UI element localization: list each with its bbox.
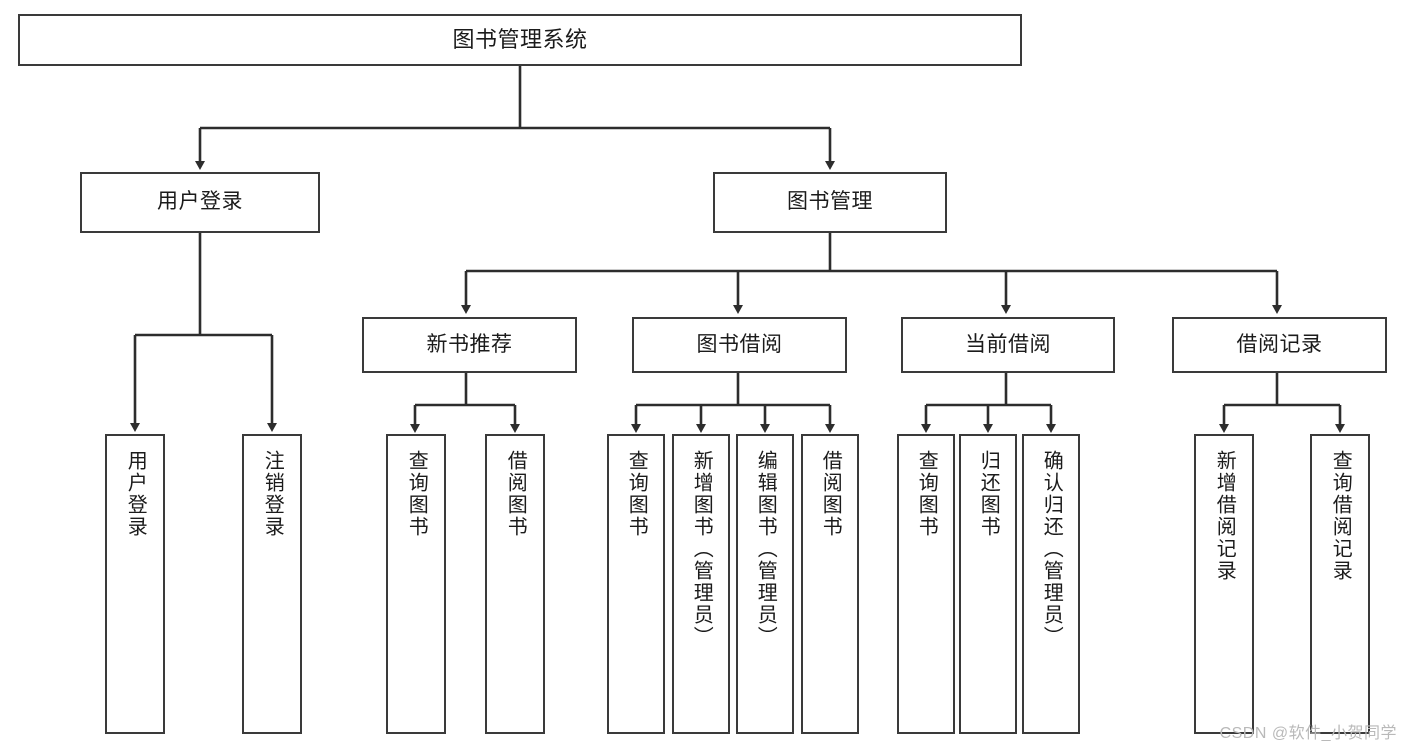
node-new-book-recommend-label: 新书推荐: [426, 332, 513, 356]
leaf-user-login-signin-label: 用户登录: [124, 450, 147, 538]
leaf-record-query[interactable]: 查询借阅记录: [1310, 434, 1370, 734]
leaf-new-book-borrow[interactable]: 借阅图书: [485, 434, 545, 734]
node-new-book-recommend[interactable]: 新书推荐: [362, 317, 577, 373]
leaf-borrow-query-book[interactable]: 查询图书: [607, 434, 665, 734]
node-user-login-label: 用户登录: [157, 190, 243, 214]
leaf-user-login-signout-label: 注销登录: [261, 450, 284, 538]
node-book-borrow[interactable]: 图书借阅: [632, 317, 847, 373]
leaf-current-query-book[interactable]: 查询图书: [897, 434, 955, 734]
node-borrow-record-label: 借阅记录: [1236, 332, 1323, 356]
leaf-borrow-add-book-label: 新增图书（管理员）: [690, 450, 713, 648]
watermark: CSDN @软件_小贺同学: [1219, 725, 1397, 742]
leaf-borrow-edit-book[interactable]: 编辑图书（管理员）: [736, 434, 794, 734]
node-root[interactable]: 图书管理系统: [18, 14, 1022, 66]
leaf-borrow-borrow-book-label: 借阅图书: [819, 450, 842, 538]
node-root-label: 图书管理系统: [452, 27, 588, 53]
leaf-current-return-book[interactable]: 归还图书: [959, 434, 1017, 734]
leaf-current-confirm-return-label: 确认归还（管理员）: [1040, 450, 1063, 648]
leaf-borrow-borrow-book[interactable]: 借阅图书: [801, 434, 859, 734]
node-borrow-record[interactable]: 借阅记录: [1172, 317, 1387, 373]
leaf-current-query-book-label: 查询图书: [915, 450, 938, 538]
leaf-user-login-signout[interactable]: 注销登录: [242, 434, 302, 734]
leaf-current-return-book-label: 归还图书: [977, 450, 1000, 538]
node-book-management[interactable]: 图书管理: [713, 172, 947, 233]
node-user-login[interactable]: 用户登录: [80, 172, 320, 233]
leaf-borrow-add-book[interactable]: 新增图书（管理员）: [672, 434, 730, 734]
node-book-management-label: 图书管理: [787, 190, 873, 214]
leaf-new-book-query-label: 查询图书: [405, 450, 428, 538]
leaf-user-login-signin[interactable]: 用户登录: [105, 434, 165, 734]
leaf-record-add-label: 新增借阅记录: [1213, 450, 1236, 582]
leaf-record-add[interactable]: 新增借阅记录: [1194, 434, 1254, 734]
leaf-borrow-edit-book-label: 编辑图书（管理员）: [754, 450, 777, 648]
node-current-borrow[interactable]: 当前借阅: [901, 317, 1115, 373]
leaf-current-confirm-return[interactable]: 确认归还（管理员）: [1022, 434, 1080, 734]
leaf-new-book-borrow-label: 借阅图书: [504, 450, 527, 538]
leaf-borrow-query-book-label: 查询图书: [625, 450, 648, 538]
leaf-new-book-query[interactable]: 查询图书: [386, 434, 446, 734]
node-book-borrow-label: 图书借阅: [696, 332, 783, 356]
node-current-borrow-label: 当前借阅: [965, 332, 1051, 356]
leaf-record-query-label: 查询借阅记录: [1329, 450, 1352, 582]
